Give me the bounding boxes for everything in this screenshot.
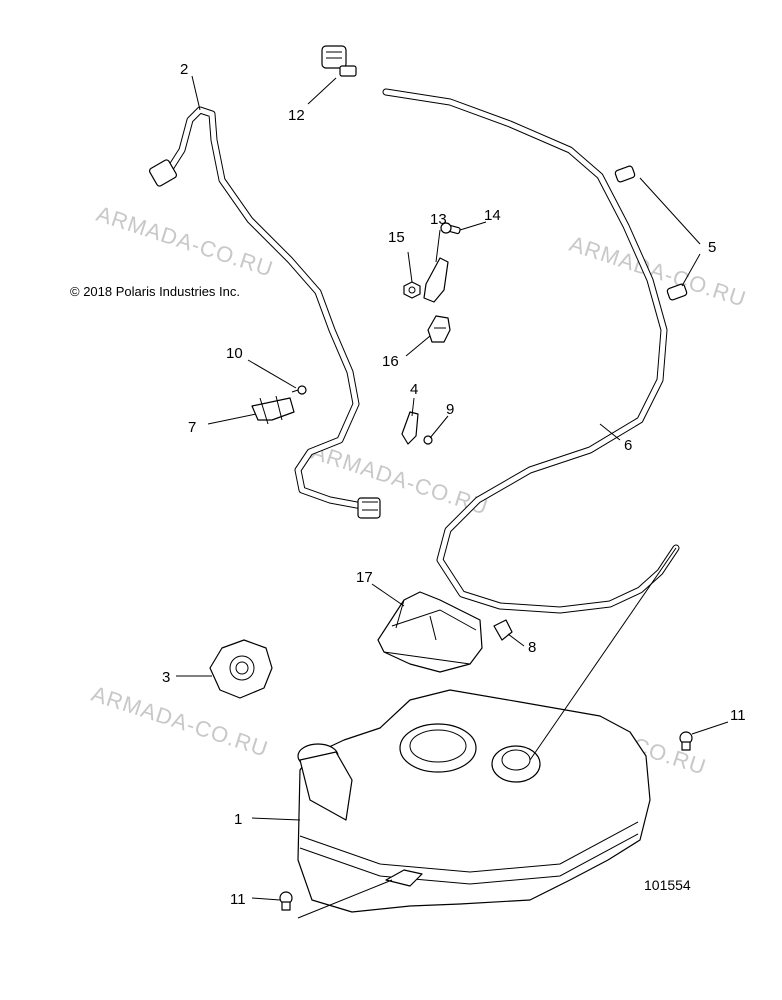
diagram-part-number: 101554	[644, 877, 691, 893]
callout-14: 14	[484, 207, 501, 224]
callout-7: 7	[188, 419, 196, 436]
bolt-part-11	[279, 731, 693, 911]
fill-hose-part-6	[382, 88, 680, 614]
callout-11-lower: 11	[230, 891, 246, 908]
callout-10: 10	[226, 345, 243, 362]
fuel-tank-part-1	[297, 689, 651, 913]
clamp-part-13	[423, 257, 449, 303]
callout-11-upper: 11	[730, 707, 746, 724]
callout-16: 16	[382, 353, 399, 370]
callout-2: 2	[180, 61, 188, 78]
valve-part-8	[493, 619, 513, 641]
screw-part-10	[291, 385, 307, 395]
callout-6: 6	[624, 437, 632, 454]
callout-5: 5	[708, 239, 716, 256]
callout-17: 17	[356, 569, 373, 586]
callout-9: 9	[446, 401, 454, 418]
watermark: ARMADA-CO.RU	[308, 439, 491, 520]
fuel-cap-part-3	[209, 639, 273, 699]
clip-part-5	[614, 165, 688, 301]
bolt-part-14	[440, 222, 461, 235]
callout-3: 3	[162, 669, 170, 686]
connector-part-12	[321, 45, 357, 77]
callout-12: 12	[288, 107, 305, 124]
callout-13: 13	[430, 211, 447, 228]
callout-labels: 1 2 3 4 5 6 7 8 9 10 11 11 12 13 14 15 1…	[162, 61, 746, 908]
callout-4: 4	[410, 381, 418, 398]
leader-lines	[176, 75, 729, 919]
copyright-notice: © 2018 Polaris Industries Inc.	[70, 284, 240, 299]
callout-15: 15	[388, 229, 405, 246]
clip-part-16	[427, 315, 451, 343]
nut-part-15	[403, 281, 421, 299]
heat-shield-part-17	[377, 591, 483, 673]
bracket-part-7	[251, 395, 295, 425]
clamp-part-4	[401, 411, 419, 445]
callout-1: 1	[234, 811, 242, 828]
callout-8: 8	[528, 639, 536, 656]
